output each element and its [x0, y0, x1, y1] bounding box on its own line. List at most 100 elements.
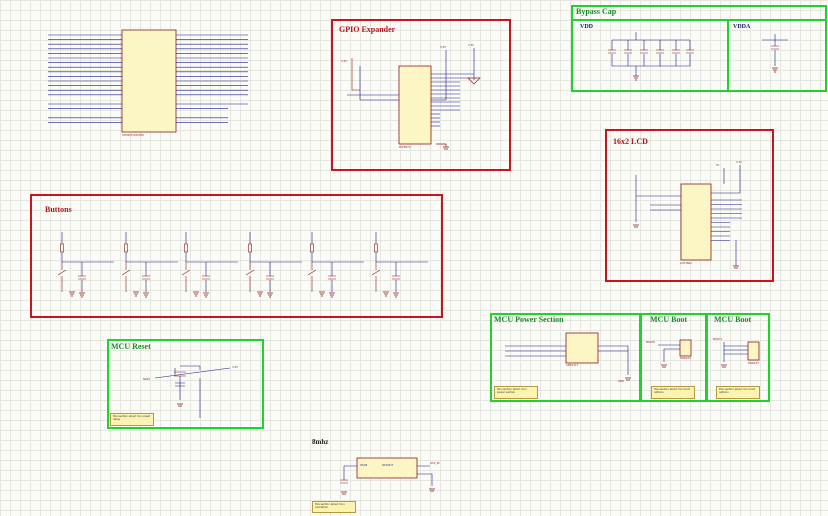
pullup-resistor: [60, 243, 64, 253]
lcd-v5-label: 5V: [716, 163, 720, 167]
push-switch: [181, 262, 191, 292]
ground-symbol: [203, 292, 209, 298]
boot1-note: this section about mcu boot options: [651, 386, 695, 399]
lcd-v33-label: 3.3V: [736, 160, 742, 164]
lcd-title: 16x2 LCD: [613, 137, 648, 146]
osc-title: 8mhz: [312, 438, 329, 446]
boot-headers: BOOT0 HDR1X3 BOOT1 HDR1X3: [646, 337, 760, 368]
exp-v33c-label: 3.3V: [468, 43, 474, 47]
bypass-cap-frame: [571, 5, 827, 92]
bypass-cap-title: Bypass Cap: [576, 7, 617, 16]
gpio-expander-frame: [331, 19, 511, 171]
ground-symbol: [69, 291, 75, 297]
capacitor-symbol: [771, 45, 779, 50]
ground-symbol: [143, 292, 149, 298]
pullup-resistor: [184, 243, 188, 253]
push-switch: [57, 262, 67, 292]
pullup-resistor: [124, 243, 128, 253]
button-net-wire: [125, 232, 178, 263]
pullup-resistor: [374, 243, 378, 253]
buttons-group: [57, 232, 428, 298]
ground-symbol: [383, 291, 389, 297]
expander-symbol: PCF8574 3.3V 3.3V 3.3V: [341, 43, 481, 150]
capacitor-symbol: [328, 275, 336, 280]
ground-symbol: [267, 292, 273, 298]
push-switch: [245, 262, 255, 292]
capacitor-symbol: [266, 275, 274, 280]
exp-v33b-label: 3.3V: [440, 45, 446, 49]
mcu-power-title: MCU Power Section: [494, 315, 564, 324]
vdda-label: VDDA: [733, 24, 751, 30]
bypass-caps: [608, 32, 788, 81]
boot2-note: this section about mcu boot options: [716, 386, 760, 399]
pullup-resistor: [248, 243, 252, 253]
bypass-cap-header-line: [571, 19, 827, 21]
capacitor-symbol: [392, 275, 400, 280]
ground-symbol: [329, 292, 335, 298]
capacitor-symbol: [640, 49, 648, 54]
osc-chip-label: OSC8: [360, 463, 367, 467]
lcd-frame: [605, 129, 774, 282]
button-net-wire: [61, 232, 114, 263]
buttons-title: Buttons: [45, 205, 72, 214]
buttons-frame: [30, 194, 443, 318]
bypass-cap-divider: [727, 20, 729, 92]
bypass-bus: [612, 32, 690, 76]
gpio-expander-title: GPIO Expander: [339, 25, 396, 34]
power-gnd-label: GND: [618, 379, 624, 383]
ground-symbol: [393, 292, 399, 298]
boot-header-2-label: HDR1X3: [748, 361, 759, 365]
power-note: this section about mcu power section: [494, 386, 538, 399]
osc-circuit: OSC8 OSCOUT OSC_IN: [340, 457, 440, 495]
push-switch: [121, 262, 131, 292]
boot-header-1-label: HDR1X3: [680, 356, 691, 360]
boot1-label: BOOT1: [713, 337, 722, 341]
capacitor-symbol: [672, 49, 680, 54]
capacitor-symbol: [686, 49, 694, 54]
vdd-label: VDD: [580, 24, 593, 30]
boot0-label: BOOT0: [646, 340, 655, 344]
ground-symbol: [79, 292, 85, 298]
vdda-bus: [762, 34, 788, 66]
reset-v33-label: 3.3V: [232, 365, 238, 369]
ground-symbol: [319, 291, 325, 297]
power-section: AMS1117 GND: [505, 332, 631, 383]
osc-out-label: OSCOUT: [382, 463, 393, 467]
mcu-symbol: STM32F103C8T6: [48, 29, 248, 137]
ground-symbol: [772, 67, 778, 73]
mcu-boot-2-title: MCU Boot: [714, 315, 752, 324]
capacitor-symbol: [624, 49, 632, 54]
lcd-symbol: LCD1602 5V 3.3V: [633, 160, 742, 269]
ground-symbol: [193, 291, 199, 297]
reset-nrst-label: NRST: [143, 377, 150, 381]
capacitor-symbol: [656, 49, 664, 54]
mcu-reset-frame: [107, 339, 264, 429]
mcu-part-label: STM32F103C8T6: [122, 133, 144, 137]
button-net-wire: [185, 232, 238, 263]
button-net-wire: [375, 232, 428, 263]
exp-v33-label: 3.3V: [341, 59, 347, 63]
reset-circuit: NRST 3.3V: [143, 365, 238, 418]
expander-part-label: PCF8574: [399, 145, 411, 149]
push-switch: [371, 262, 381, 292]
capacitor-symbol: [142, 275, 150, 280]
osc-note: this section about mcu oscillation: [312, 501, 356, 513]
button-net-wire: [311, 232, 364, 263]
osc-in-label: OSC_IN: [430, 461, 440, 465]
button-net-wire: [249, 232, 302, 263]
mcu-boot-2-frame: [706, 313, 770, 402]
ldo-part-label: AMS1117: [566, 363, 579, 367]
capacitor-symbol: [202, 275, 210, 280]
capacitor-symbol: [608, 49, 616, 54]
mcu-boot-1-title: MCU Boot: [650, 315, 688, 324]
reset-note: this section about mcu reset delay: [110, 413, 154, 426]
lcd-part-label: LCD1602: [680, 261, 692, 265]
ground-symbol: [133, 291, 139, 297]
mcu-reset-title: MCU Reset: [111, 342, 151, 351]
capacitor-symbol: [78, 275, 86, 280]
pullup-resistor: [310, 243, 314, 253]
ground-symbol: [633, 75, 639, 81]
push-switch: [307, 262, 317, 292]
